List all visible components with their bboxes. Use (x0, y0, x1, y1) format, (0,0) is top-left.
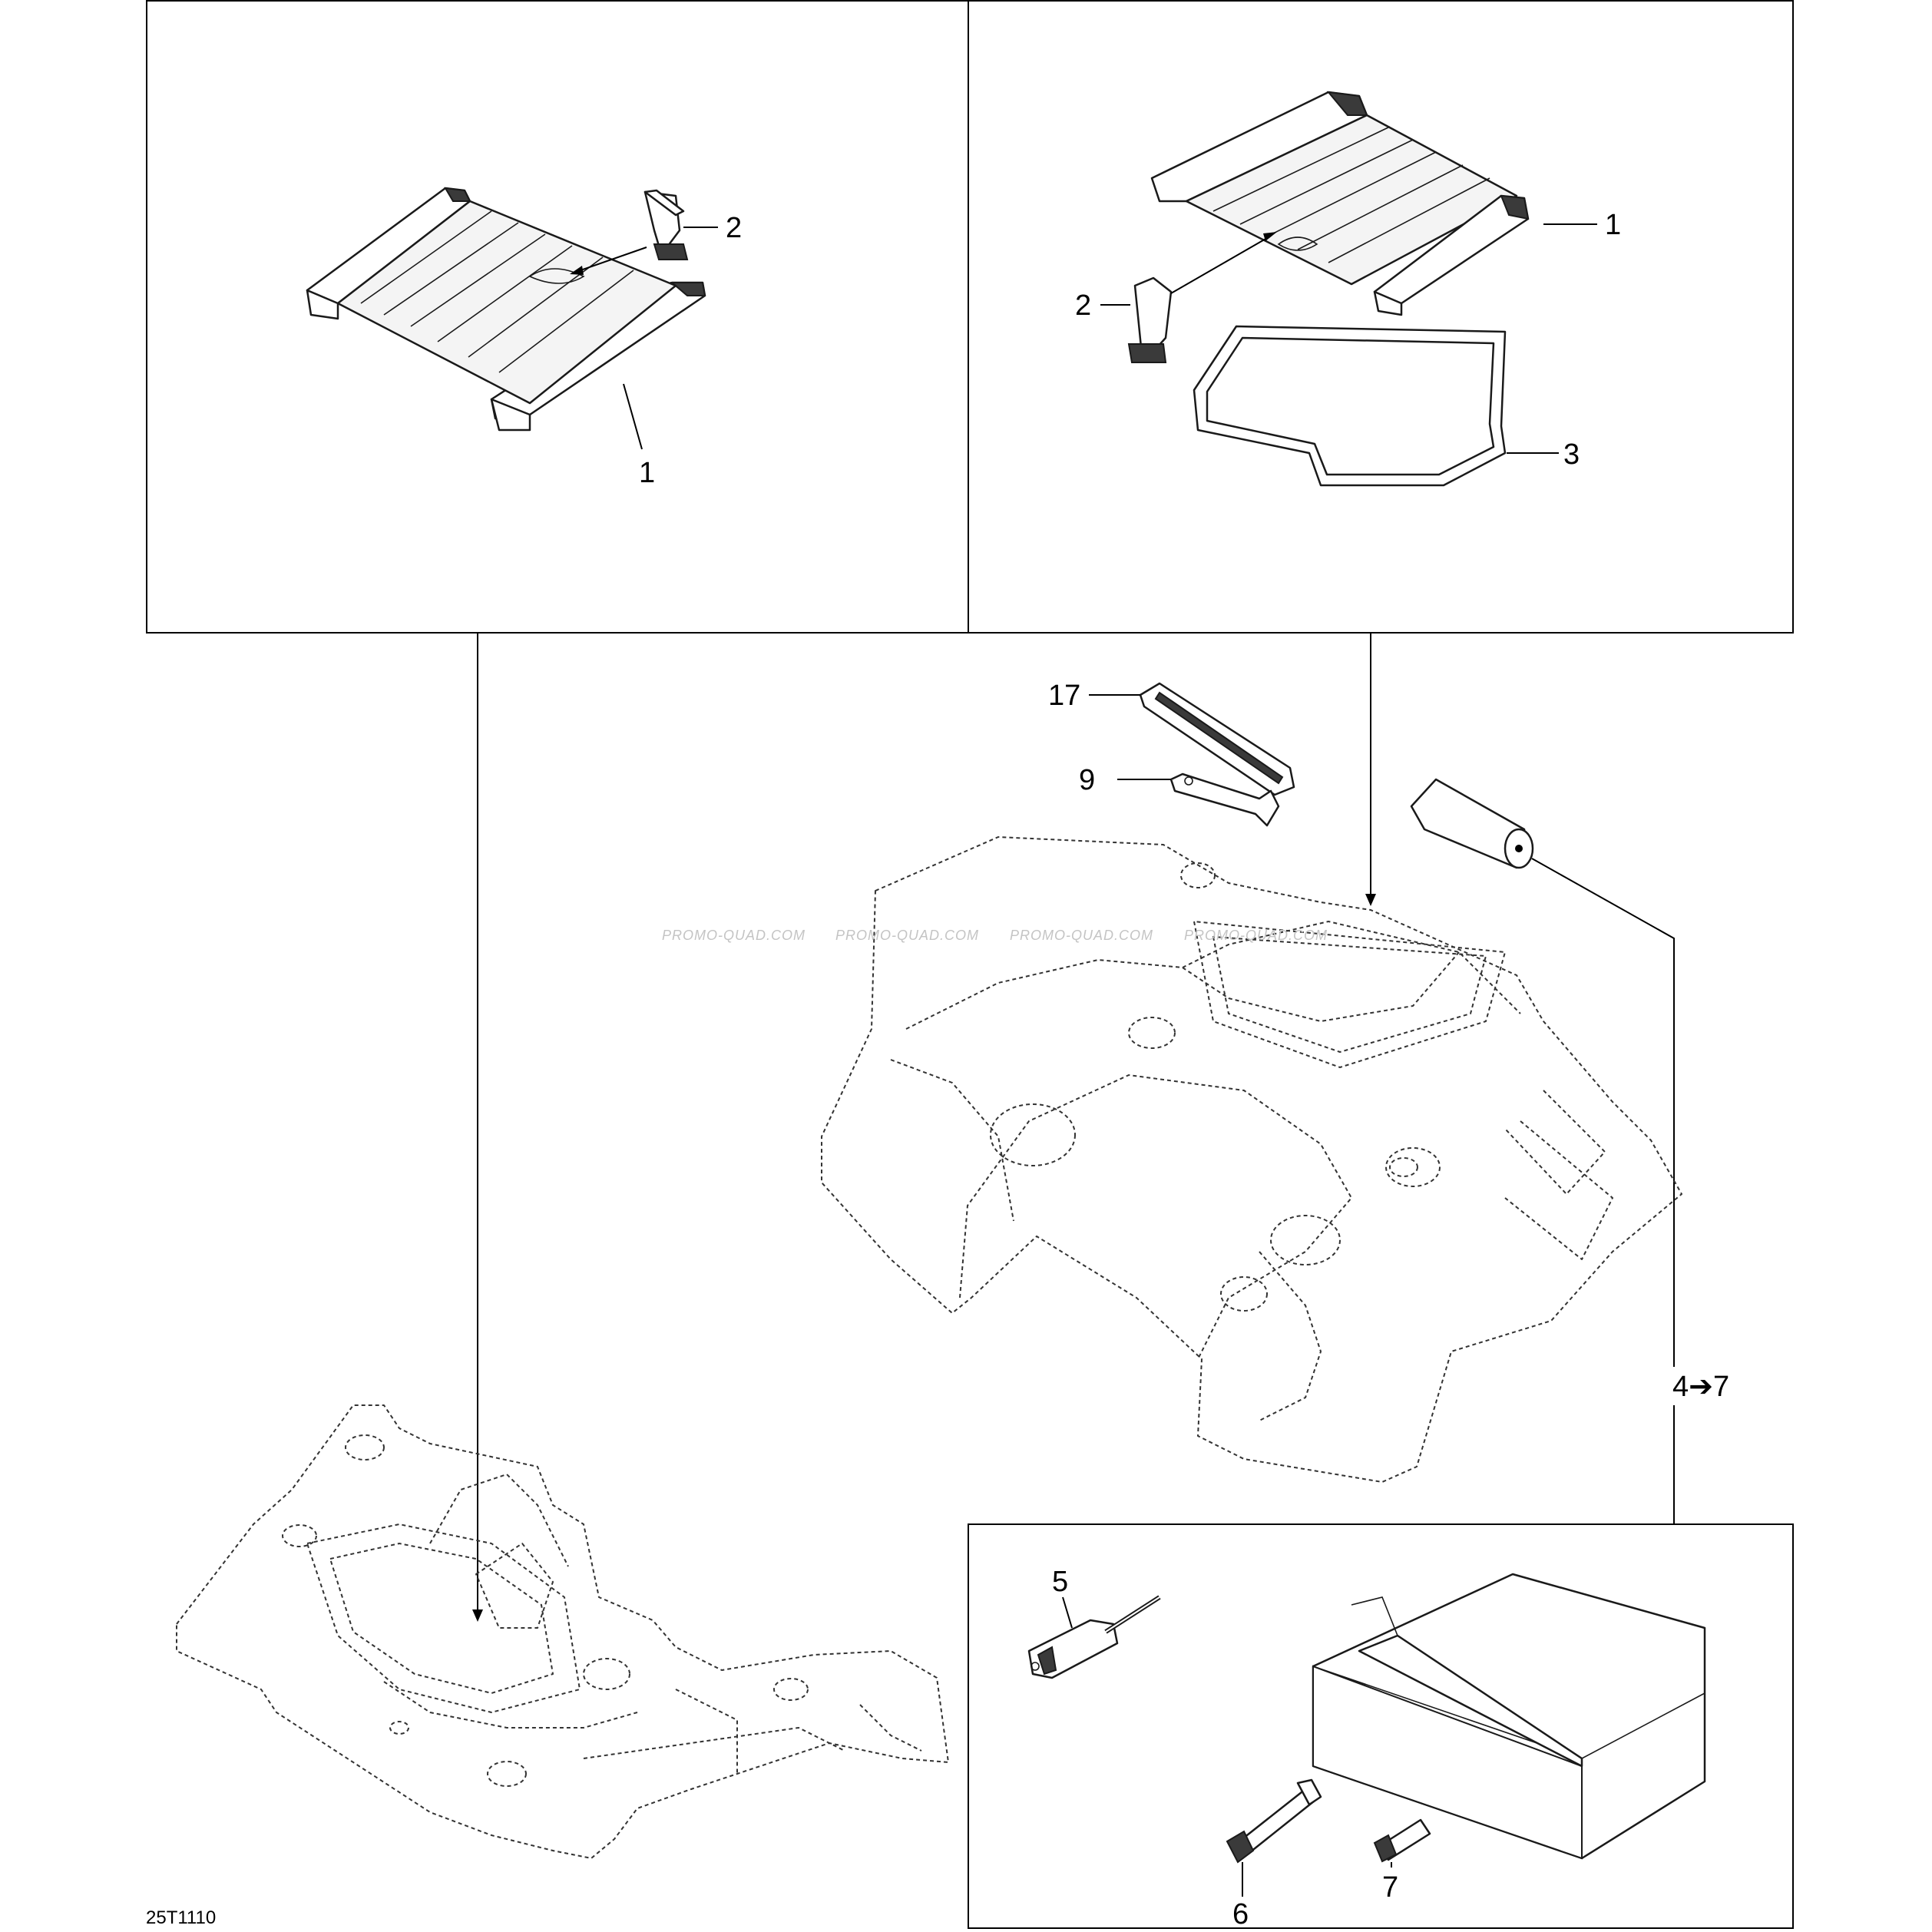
label-tray: 17 (1048, 680, 1080, 712)
watermark-3: PROMO-QUAD.COM (1010, 928, 1153, 943)
label-rack-left: 1 (639, 457, 655, 489)
tool-tray (1139, 682, 1295, 796)
leader-clip-right-arrow (1170, 237, 1268, 294)
label-gasket: 3 (1563, 438, 1580, 471)
watermark-4: PROMO-QUAD.COM (1184, 928, 1328, 943)
label-clip-right: 2 (1075, 289, 1091, 322)
watermark-1: PROMO-QUAD.COM (662, 928, 806, 943)
rack-clip-right (1127, 276, 1173, 363)
label-wrench: 9 (1079, 764, 1095, 796)
arrow-head-connector-left (472, 1609, 483, 1622)
leader-rack-left (623, 383, 643, 450)
owners-manual-pouch (1312, 1573, 1706, 1860)
top-right-panel (968, 0, 1794, 634)
label-rack-right: 1 (1605, 209, 1621, 241)
screwdriver (1027, 1595, 1161, 1679)
label-fuse-tool: 7 (1382, 1871, 1398, 1904)
leader-kit (1531, 858, 1675, 1524)
watermark-2: PROMO-QUAD.COM (835, 928, 979, 943)
leader-screwdriver (1062, 1596, 1073, 1629)
label-clip-left: 2 (726, 212, 742, 244)
tool-kit-panel (968, 1523, 1794, 1929)
spanner-wrench (1169, 772, 1280, 827)
arrow-head-clip-right (1263, 232, 1277, 241)
fuse-tool (1373, 1818, 1431, 1863)
rear-fender-lower (176, 1404, 949, 1859)
leader-clip-left-arrow (580, 246, 647, 271)
label-spark-tool: 6 (1232, 1898, 1249, 1930)
label-kit-range: 4➔7 (1672, 1371, 1729, 1403)
rack-clip-left (643, 189, 689, 260)
arrow-head-clip-left (570, 266, 584, 275)
drawing-code: 25T1110 (146, 1907, 216, 1928)
rear-rack-right (1150, 91, 1530, 316)
label-screwdriver: 5 (1052, 1566, 1068, 1598)
rear-fender-main (821, 836, 1682, 1483)
kit-label-bg (1666, 1367, 1728, 1405)
spark-plug-tool (1226, 1778, 1322, 1864)
tool-pouch (1410, 778, 1534, 869)
rear-rack-left (306, 187, 706, 432)
arrow-head-connector-right (1365, 894, 1376, 906)
gasket (1193, 325, 1507, 487)
